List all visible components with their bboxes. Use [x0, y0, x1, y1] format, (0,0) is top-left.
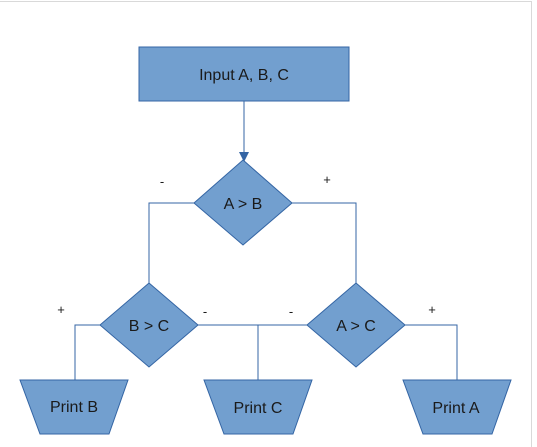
output-print-b-label: Print B: [50, 399, 98, 416]
input-box: [138, 46, 350, 102]
output-print-c-shape: [203, 379, 313, 435]
output-print-a: Print A: [402, 379, 512, 435]
branch-label-ab-no: -: [160, 174, 164, 189]
output-print-a-shape: [402, 379, 512, 435]
branch-label-ac-no: -: [289, 304, 293, 319]
connector-bc-yes: [74, 324, 100, 380]
decision-b-gt-c-label: B > C: [129, 318, 169, 335]
output-print-b-shape: [19, 379, 129, 435]
decision-b-gt-c-shape: [99, 282, 199, 368]
branch-label-bc-yes: +: [57, 302, 65, 317]
connector-ab-no: [148, 202, 194, 283]
output-print-b: Print B: [19, 379, 129, 435]
output-print-c: Print C: [203, 379, 313, 435]
connector-ac-yes: [405, 324, 458, 380]
input-label: Input A, B, C: [199, 67, 289, 84]
branch-label-ac-yes: +: [428, 302, 436, 317]
decision-b-gt-c: B > C: [99, 282, 199, 368]
decision-a-gt-c-shape: [306, 282, 406, 368]
connectors: [74, 101, 458, 380]
decision-a-gt-c-label: A > C: [336, 318, 376, 335]
decision-a-gt-b: A > B: [193, 159, 293, 246]
connector-ab-yes: [292, 202, 357, 283]
branch-label-bc-no: -: [203, 304, 207, 319]
branch-label-ab-yes: +: [323, 172, 331, 187]
decision-a-gt-b-label: A > B: [224, 196, 263, 213]
output-print-c-label: Print C: [234, 400, 283, 417]
decision-a-gt-b-shape: [193, 159, 293, 246]
output-print-a-label: Print A: [432, 400, 479, 417]
input-node: Input A, B, C: [138, 46, 350, 102]
decision-a-gt-c: A > C: [306, 282, 406, 368]
